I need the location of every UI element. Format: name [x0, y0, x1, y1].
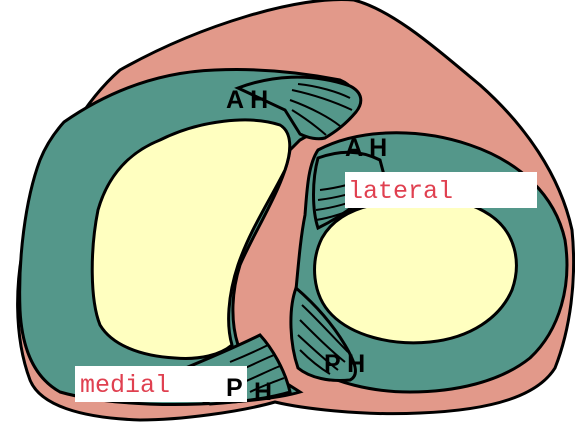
label-ah-right: A H: [345, 134, 387, 162]
label-ah-left: A H: [226, 86, 268, 114]
label-lateral: lateral: [348, 177, 453, 206]
label-ph-left-p: P: [226, 374, 243, 402]
label-medial: medial: [80, 371, 170, 400]
label-ph-right: P H: [324, 350, 365, 378]
right-ventricle-cavity: [315, 196, 517, 343]
label-ph-left-h: H: [254, 378, 272, 406]
